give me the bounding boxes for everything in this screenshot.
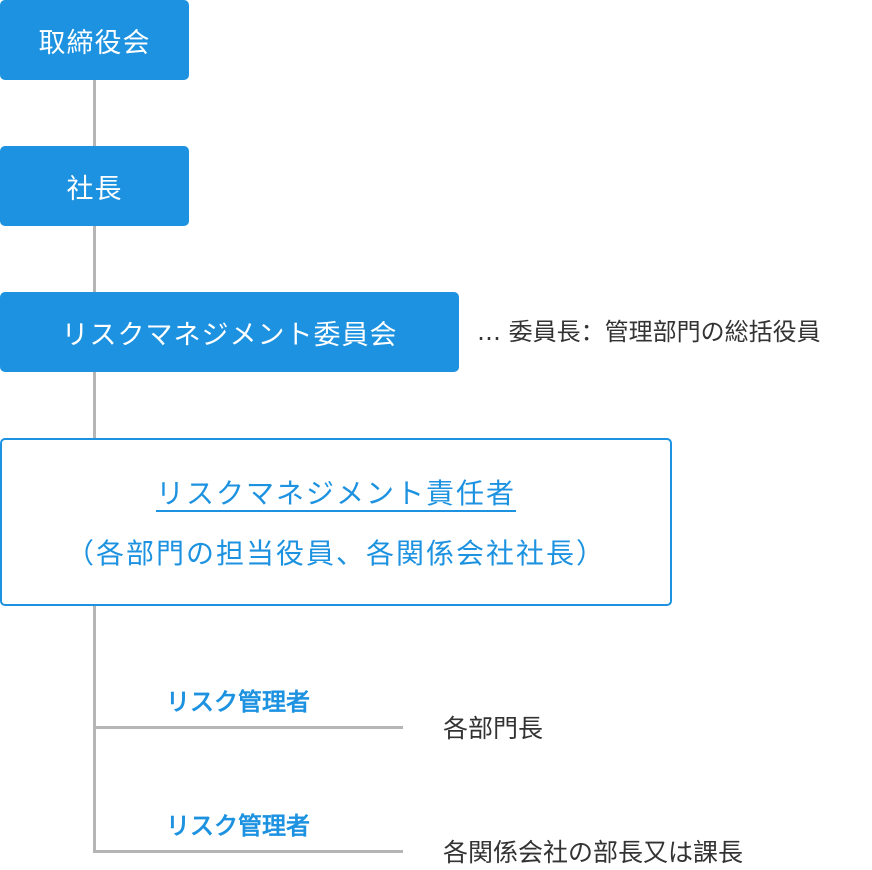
manager-desc-2: 各関係会社の部長又は課長 (443, 838, 744, 867)
connector-committee-officer (93, 372, 96, 438)
board-label: 取締役会 (38, 27, 151, 59)
manager-label-1: リスク管理者 (166, 688, 310, 716)
president-box: 社長 (0, 146, 189, 226)
connector-president-committee (93, 226, 96, 292)
committee-label: リスクマネジメント委員会 (61, 319, 398, 351)
officer-box: リスクマネジメント責任者 （各部門の担当役員、各関係会社社長） (0, 438, 672, 606)
manager-desc-1: 各部門長 (443, 714, 544, 743)
officer-title[interactable]: リスクマネジメント責任者 (155, 477, 516, 510)
connector-manager-2 (93, 850, 403, 853)
committee-note: … 委員長：管理部門の総括役員 (477, 318, 821, 346)
connector-board-president (93, 80, 96, 146)
board-box: 取締役会 (0, 0, 189, 80)
officer-subtitle: （各部門の担当役員、各関係会社社長） (65, 537, 606, 570)
connector-manager-1 (93, 726, 403, 729)
president-label: 社長 (66, 173, 123, 205)
committee-box: リスクマネジメント委員会 (0, 292, 459, 372)
manager-label-2: リスク管理者 (166, 812, 310, 840)
